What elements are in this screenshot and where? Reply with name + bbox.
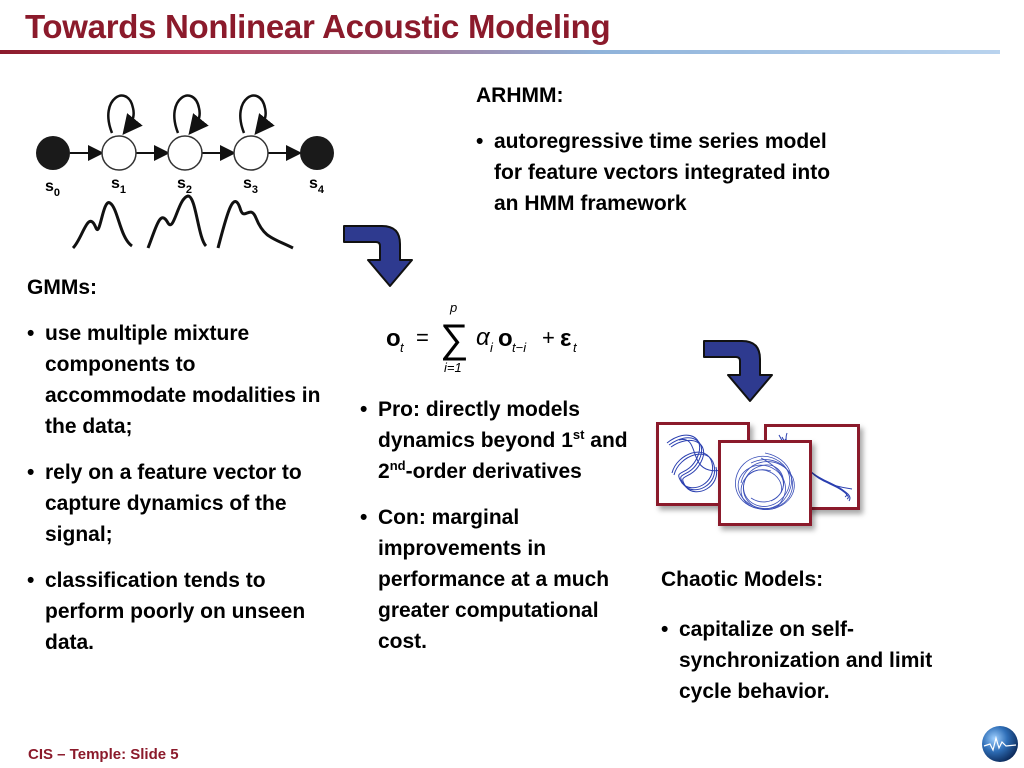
bent-down-arrow-icon: [343, 225, 413, 287]
arhmm-bullets: autoregressive time series model for fea…: [476, 126, 836, 234]
svg-text:t−i: t−i: [512, 340, 527, 355]
list-item: autoregressive time series model for fea…: [476, 126, 836, 219]
self-loop-arrows: [107, 94, 275, 135]
svg-text:t: t: [400, 340, 405, 355]
state-label: s4: [309, 175, 325, 196]
sum-symbol: ∑: [440, 317, 469, 361]
svg-text:=: =: [416, 325, 429, 350]
svg-text:i=1: i=1: [444, 360, 462, 375]
state-s4: [300, 136, 334, 170]
hmm-state-diagram: s0 s1 s2 s3 s4: [36, 94, 334, 250]
mixture-density-curves: [71, 194, 294, 250]
list-item: classification tends to perform poorly o…: [27, 565, 337, 658]
gmm-heading: GMMs:: [27, 276, 97, 299]
slide-footer: CIS – Temple: Slide 5: [28, 746, 179, 763]
list-item: rely on a feature vector to capture dyna…: [27, 457, 337, 550]
svg-text:ε: ε: [560, 325, 571, 352]
list-item: use multiple mixture components to accom…: [27, 318, 337, 442]
gmm-bullets: use multiple mixture components to accom…: [27, 318, 337, 673]
state-label: s3: [243, 175, 258, 196]
state-s3: [233, 135, 269, 171]
pro-con-bullets: Pro: directly models dynamics beyond 1st…: [360, 394, 635, 672]
svg-text:+: +: [542, 325, 555, 350]
chaotic-bullets: capitalize on self-synchronization and l…: [661, 614, 946, 722]
svg-text:α: α: [476, 324, 491, 351]
globe-logo-icon: [982, 726, 1018, 762]
slide-title: Towards Nonlinear Acoustic Modeling: [25, 8, 611, 45]
bent-down-arrow-icon: [703, 340, 773, 402]
state-s1: [101, 135, 137, 171]
svg-text:o: o: [386, 325, 401, 352]
attractor-figure-3: [718, 440, 812, 526]
state-s0: [36, 136, 70, 170]
state-s2: [167, 135, 203, 171]
state-label: s2: [177, 175, 192, 196]
svg-text:o: o: [498, 325, 513, 352]
state-label: s0: [45, 178, 60, 199]
list-item: capitalize on self-synchronization and l…: [661, 614, 946, 707]
svg-text:p: p: [449, 300, 457, 315]
con-item: Con: marginal improvements in performanc…: [360, 502, 635, 657]
state-label: s1: [111, 175, 126, 196]
arhmm-heading: ARHMM:: [476, 84, 564, 107]
svg-text:t: t: [573, 340, 578, 355]
svg-text:i: i: [490, 340, 494, 355]
pro-item: Pro: directly models dynamics beyond 1st…: [360, 394, 635, 487]
chaotic-heading: Chaotic Models:: [661, 568, 824, 591]
title-underline: [0, 50, 1000, 54]
ar-equation: o t = p ∑ i=1 α i o t−i + ε t: [386, 300, 578, 375]
